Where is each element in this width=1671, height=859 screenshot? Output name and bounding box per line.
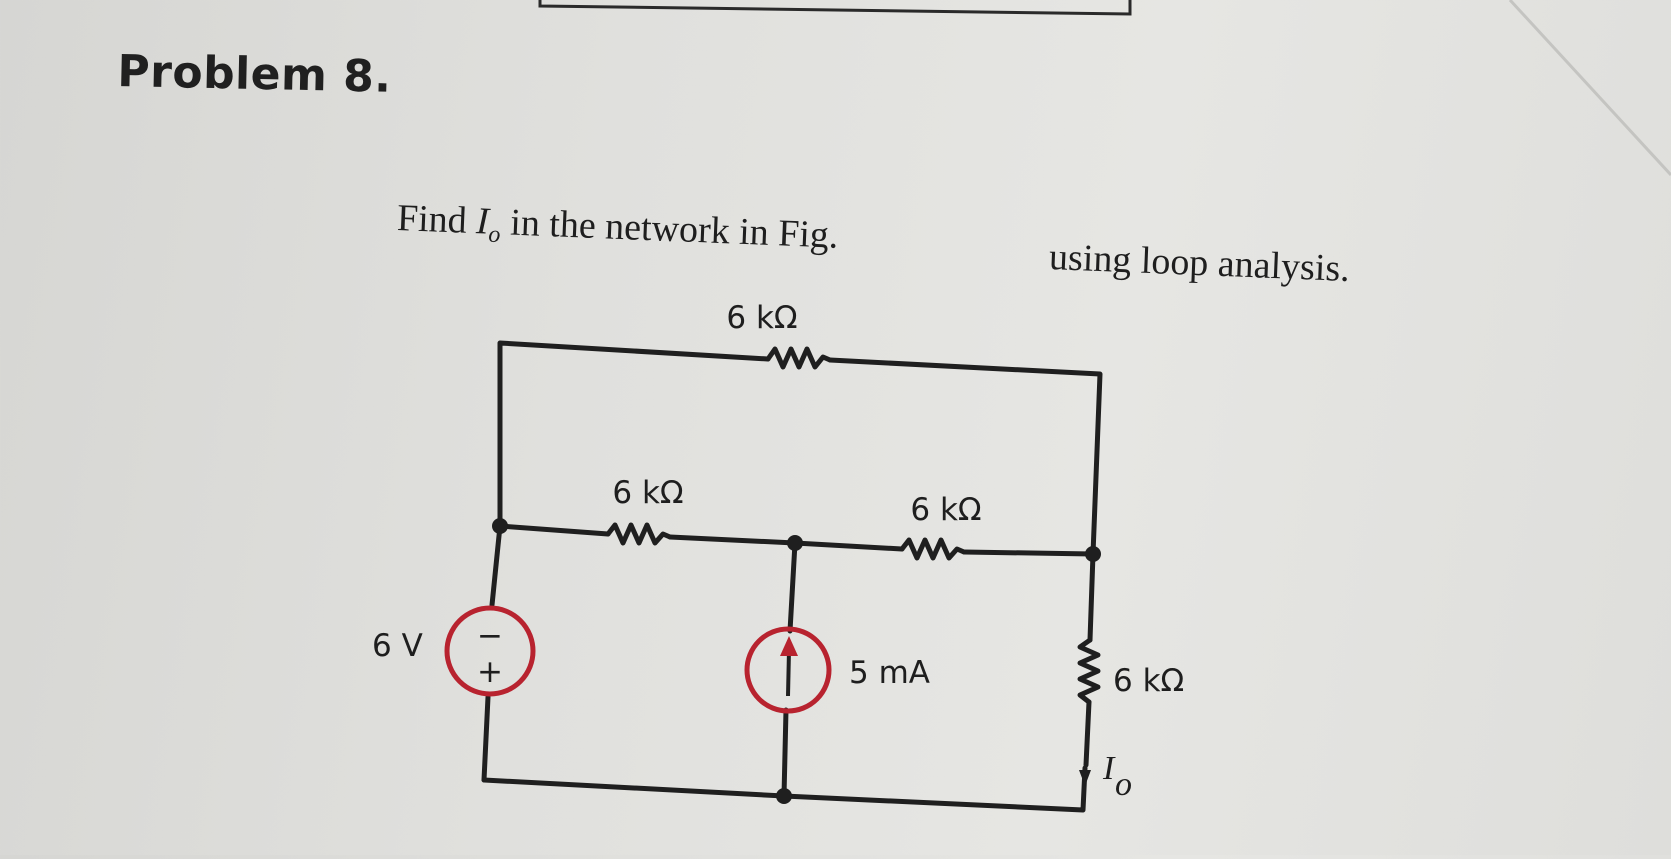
previous-box-edge	[538, 0, 1132, 16]
right-wire-lower	[1083, 699, 1092, 768]
junction-dot-left	[492, 518, 508, 534]
left-wire-lower	[481, 694, 491, 783]
left-wire-upper	[489, 523, 503, 608]
paper-fold-line	[1508, 0, 1671, 177]
right-resistor-symbol	[1077, 637, 1101, 705]
center-wire-upper	[787, 540, 798, 634]
right-resistor-label: 6 kΩ	[1113, 663, 1184, 699]
current-source-arrow-head	[780, 636, 798, 656]
right-wire-upper	[1087, 551, 1096, 643]
top-resistor-symbol	[765, 346, 833, 370]
output-current-label-subscript: o	[1115, 766, 1132, 803]
center-wire-lower	[781, 707, 789, 799]
middle-right-resistor-label: 6 kΩ	[910, 492, 981, 528]
junction-dot-center	[787, 535, 803, 551]
top-wire-left	[497, 340, 771, 529]
top-wire-right	[827, 357, 1103, 557]
middle-wire-center	[667, 534, 905, 552]
middle-left-resistor-symbol	[605, 522, 673, 546]
current-source-arrow-shaft	[786, 649, 791, 697]
current-source-circle	[744, 626, 832, 714]
middle-wire-right	[961, 549, 1096, 557]
middle-right-resistor-symbol	[899, 537, 967, 561]
bottom-wire	[481, 765, 1088, 813]
junction-dot-right	[1085, 546, 1101, 562]
voltage-source-label: 6 V	[372, 628, 423, 664]
voltage-source-plus: +	[477, 654, 503, 690]
top-resistor-label: 6 kΩ	[726, 300, 797, 336]
current-source-label: 5 mA	[849, 655, 930, 691]
junction-dot-bottom	[776, 788, 792, 804]
voltage-source-minus: −	[477, 618, 503, 654]
voltage-source-circle	[444, 605, 536, 697]
output-current-arrow	[1079, 770, 1091, 786]
output-current-label: I	[1102, 750, 1116, 787]
middle-left-resistor-label: 6 kΩ	[612, 475, 683, 511]
middle-wire-left	[497, 523, 611, 537]
